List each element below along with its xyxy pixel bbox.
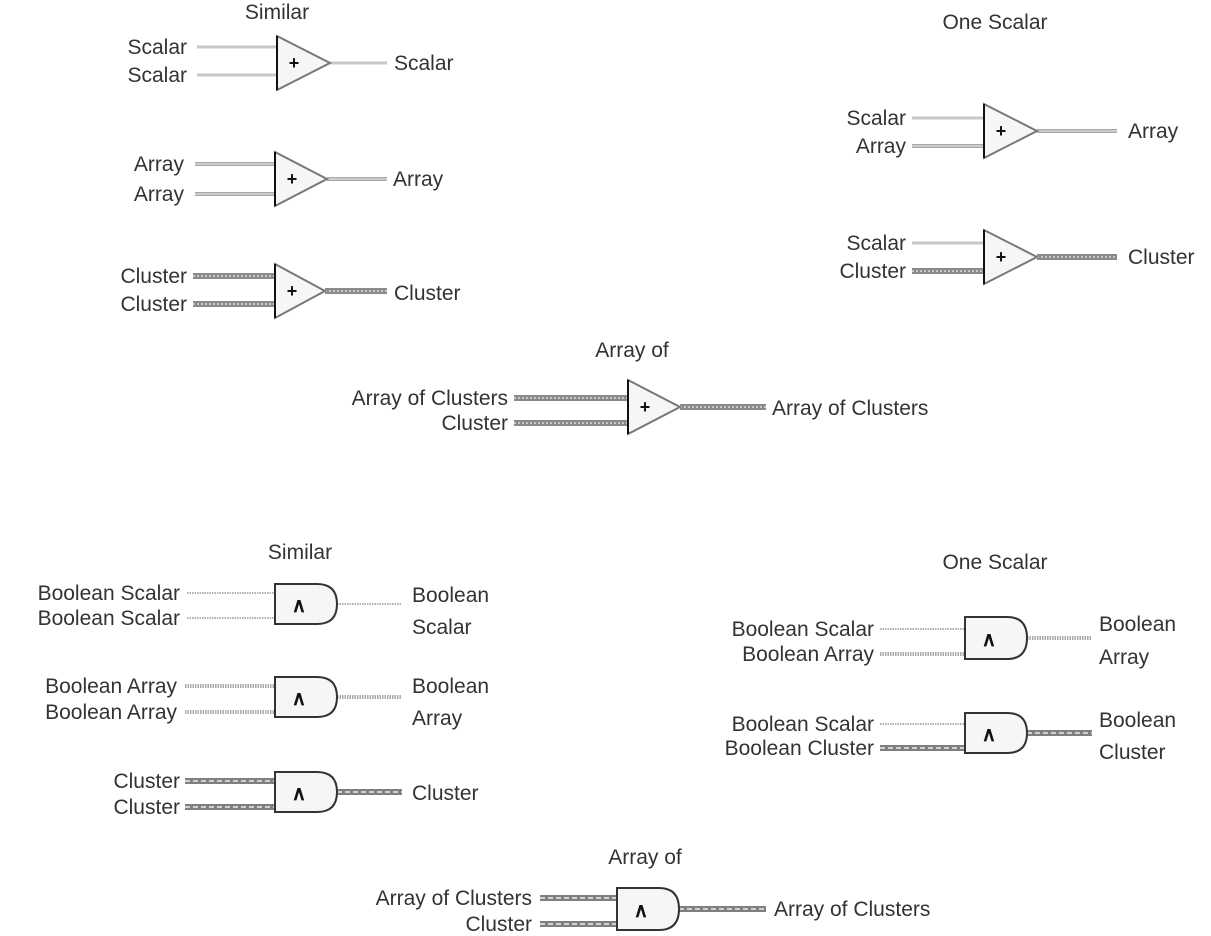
and-node-icon [274,676,339,718]
input-label: Array of Clusters [352,387,508,410]
output-label: Array of Clusters [774,898,930,921]
output-label: Array [1099,646,1150,669]
header-add-array-of: Array of [595,339,669,362]
input-label: Cluster [120,265,187,288]
plus-icon: + [287,169,298,189]
output-label: Array [1128,120,1179,143]
input-label: Boolean Scalar [732,713,874,736]
input-label: Cluster [113,770,180,793]
output-label: Cluster [394,282,461,305]
add-node-icon [276,34,333,92]
header-and-similar: Similar [268,541,332,564]
input-label: Boolean Cluster [725,737,874,760]
add-node-icon [983,228,1040,286]
add-node-icon [274,150,330,208]
output-label: Boolean [1099,709,1176,732]
output-label: Array [412,707,463,730]
header-and-array-of: Array of [608,846,682,869]
input-label: Cluster [113,796,180,819]
output-label: Array [393,168,444,191]
input-label: Array [134,153,185,176]
and-node-icon [616,887,681,931]
input-label: Boolean Scalar [732,618,874,641]
and-node-icon [964,712,1029,754]
header-add-one-scalar: One Scalar [942,11,1047,34]
output-label: Boolean [412,584,489,607]
input-label: Cluster [441,412,508,435]
input-label: Cluster [839,260,906,283]
input-label: Scalar [846,107,906,130]
input-label: Scalar [127,36,187,59]
input-label: Boolean Array [45,675,177,698]
output-label: Array of Clusters [772,397,928,420]
input-label: Array of Clusters [376,887,532,910]
and-symbol-icon: ∧ [292,688,307,710]
header-and-one-scalar: One Scalar [942,551,1047,574]
and-symbol-icon: ∧ [634,900,649,922]
output-label: Scalar [394,52,454,75]
input-label: Boolean Scalar [38,607,180,630]
and-symbol-icon: ∧ [292,595,307,617]
output-label: Cluster [412,782,479,805]
plus-icon: + [287,281,298,301]
header-add-similar: Similar [245,1,309,24]
output-label: Boolean [412,675,489,698]
plus-icon: + [640,397,651,417]
add-node-icon [274,262,328,320]
input-label: Array [856,135,907,158]
plus-icon: + [996,247,1007,267]
output-label: Scalar [412,616,472,639]
add-node-icon [627,378,683,436]
input-label: Boolean Array [45,701,177,724]
output-label: Cluster [1128,246,1195,269]
input-label: Array [134,183,185,206]
input-label: Scalar [846,232,906,255]
input-label: Scalar [127,64,187,87]
output-label: Cluster [1099,741,1166,764]
input-label: Cluster [120,293,187,316]
and-symbol-icon: ∧ [982,629,997,651]
input-label: Cluster [465,913,532,936]
add-node-icon [983,102,1040,160]
plus-icon: + [996,121,1007,141]
input-label: Boolean Scalar [38,582,180,605]
input-label: Boolean Array [742,643,874,666]
output-label: Boolean [1099,613,1176,636]
and-node-icon [964,616,1029,660]
and-symbol-icon: ∧ [292,783,307,805]
plus-icon: + [289,53,300,73]
and-symbol-icon: ∧ [982,724,997,746]
and-node-icon [274,771,339,813]
and-node-icon [274,583,339,625]
